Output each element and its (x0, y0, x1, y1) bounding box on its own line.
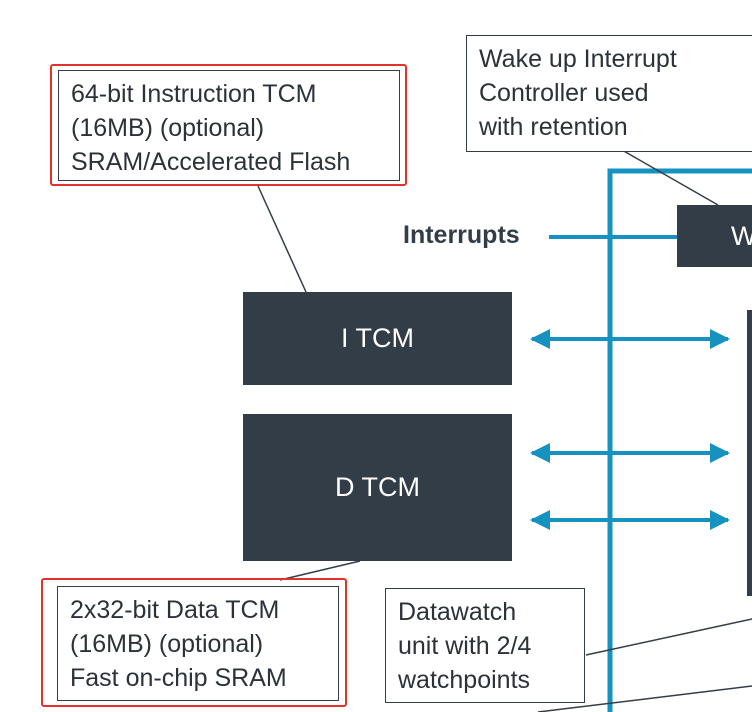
wic-block-label: W (731, 220, 752, 251)
wic-callout: Wake up Interrupt Controller used with r… (466, 35, 752, 152)
dwt-callout: Datawatch unit with 2/4 watchpoints (385, 588, 585, 703)
core-block-edge (747, 310, 752, 596)
itcm-block: I TCM (243, 292, 512, 385)
itcm-callout-line-1: 64-bit Instruction TCM (71, 80, 317, 108)
wic-callout-line-2: Controller used (479, 79, 649, 107)
dtcm-callout-line-1: 2x32-bit Data TCM (70, 596, 280, 624)
processor-frame (607, 168, 752, 712)
itcm-callout: 64-bit Instruction TCM (16MB) (optional)… (58, 70, 400, 181)
itcm-callout-line-2: (16MB) (optional) (71, 114, 265, 142)
dwt-callout-line-1: Datawatch (398, 598, 517, 626)
dtcm-block: D TCM (243, 414, 512, 561)
dwt-callout-line-3: watchpoints (398, 666, 531, 694)
itcm-callout-line-3: SRAM/Accelerated Flash (71, 148, 351, 176)
dtcm-callout: 2x32-bit Data TCM (16MB) (optional) Fast… (57, 586, 339, 701)
wic-block: W (677, 205, 752, 267)
itcm-block-label: I TCM (341, 323, 414, 353)
wic-callout-line-3: with retention (479, 113, 628, 141)
dtcm-block-label: D TCM (335, 472, 420, 502)
interrupts-label: Interrupts (403, 221, 520, 249)
dtcm-callout-line-3: Fast on-chip SRAM (70, 664, 287, 692)
itcm-highlight-frame (50, 64, 407, 186)
dtcm-callout-line-2: (16MB) (optional) (70, 630, 264, 658)
dtcm-highlight-frame (41, 578, 347, 707)
wic-callout-line-1: Wake up Interrupt (479, 45, 677, 73)
dwt-leader-line (585, 618, 752, 656)
wic-leader-line (621, 149, 719, 206)
bottom-leader-line (537, 685, 752, 712)
itcm-leader-line (257, 185, 307, 293)
dwt-callout-line-2: unit with 2/4 (398, 632, 532, 660)
dtcm-leader-line (279, 560, 361, 581)
